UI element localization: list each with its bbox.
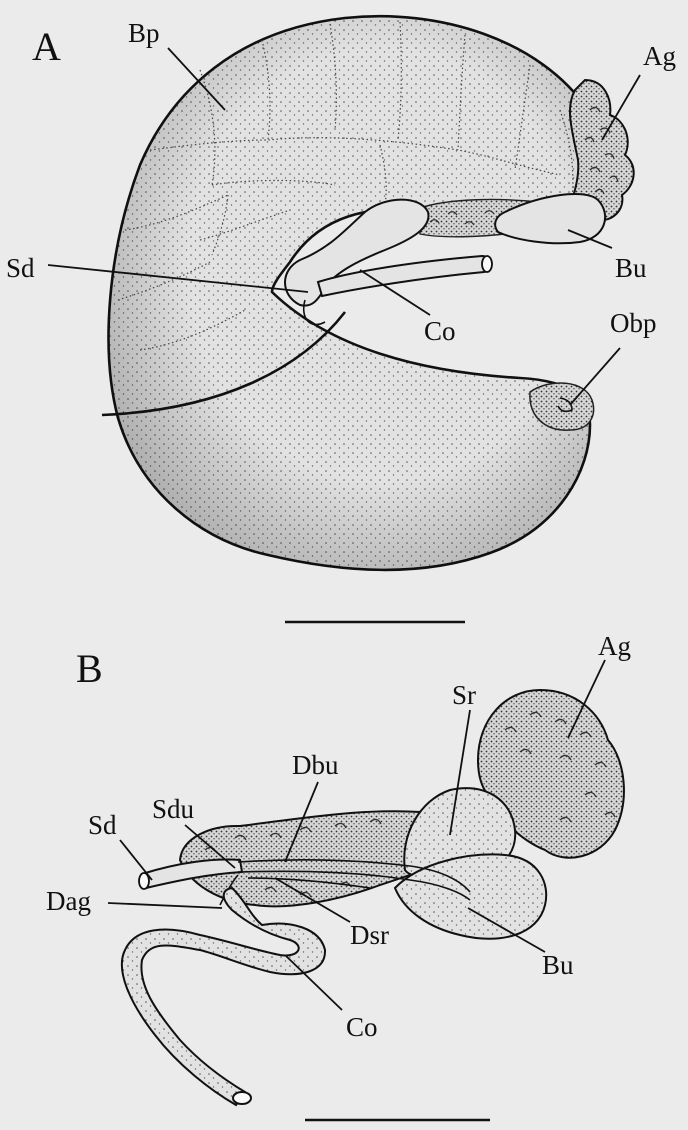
label-sd-b: Sd	[88, 810, 117, 840]
panel-a-letter: A	[32, 24, 61, 69]
panel-a: A	[6, 16, 676, 622]
label-sd-a: Sd	[6, 253, 35, 283]
label-sr: Sr	[452, 680, 476, 710]
copulatory-organ-opening-a	[482, 256, 492, 272]
leader-dag	[108, 903, 222, 908]
label-dbu: Dbu	[292, 750, 339, 780]
panel-b: B	[46, 631, 631, 1120]
copulatory-organ-b	[122, 888, 325, 1105]
label-dsr: Dsr	[350, 920, 389, 950]
label-dag: Dag	[46, 886, 91, 916]
label-bu-a: Bu	[615, 253, 647, 283]
label-co-a: Co	[424, 316, 456, 346]
copulatory-organ-opening-b	[233, 1092, 251, 1104]
panel-b-letter: B	[76, 646, 103, 691]
body-coil-shading	[109, 16, 608, 570]
label-ag-a: Ag	[643, 41, 676, 71]
leader-obp	[570, 348, 620, 405]
label-sdu: Sdu	[152, 794, 195, 824]
label-ag-b: Ag	[598, 631, 631, 661]
label-obp: Obp	[610, 308, 657, 338]
label-bu-b: Bu	[542, 950, 574, 980]
label-bp: Bp	[128, 18, 160, 48]
leader-sd-b	[120, 840, 152, 880]
label-co-b: Co	[346, 1012, 378, 1042]
